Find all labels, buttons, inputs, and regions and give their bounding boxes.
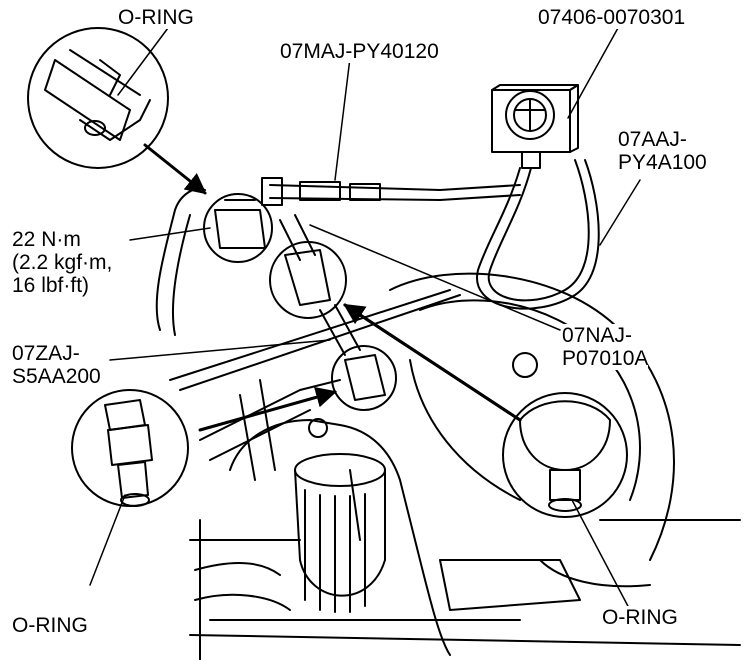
torque-spec: 22 N·m (2.2 kgf·m, 16 lbf·ft) <box>12 228 113 297</box>
adapter-assembly <box>203 193 397 411</box>
oring-detail-top <box>27 27 207 195</box>
torque-spec-line2: (2.2 kgf·m, <box>12 251 113 274</box>
adapter-part-number-line2: S5AA200 <box>12 365 101 388</box>
adapter-part-number: 07ZAJ- S5AA200 <box>12 342 101 388</box>
fitting-part-number: 07NAJ- P07010A <box>562 324 649 370</box>
hose-part-number-line2: PY4A100 <box>618 151 707 174</box>
gauge-hose <box>261 159 600 310</box>
hose-part-number: 07AAJ- PY4A100 <box>618 128 707 174</box>
fitting-part-number-line2: P07010A <box>562 347 649 370</box>
engine-block <box>155 187 741 660</box>
torque-spec-line1: 22 N·m <box>12 228 81 251</box>
hose-part-number-line1: 07AAJ- <box>618 128 687 151</box>
fitting-part-number-line1: 07NAJ- <box>562 324 633 347</box>
leader-lines <box>89 27 641 611</box>
oring-label-top: O-RING <box>118 6 194 29</box>
oring-detail-left <box>71 387 338 507</box>
oring-label-bottom-left: O-RING <box>12 614 88 637</box>
oring-label-bottom-right: O-RING <box>602 606 678 629</box>
oring-detail-right <box>343 303 628 518</box>
adapter-part-number-line1: 07ZAJ- <box>12 342 80 365</box>
torque-spec-line3: 16 lbf·ft) <box>12 274 90 297</box>
hose-adapter-part-number: 07MAJ-PY40120 <box>280 40 439 63</box>
oil-filter <box>294 453 386 613</box>
gauge-part-number: 07406-0070301 <box>538 6 686 29</box>
pressure-gauge <box>491 84 579 169</box>
